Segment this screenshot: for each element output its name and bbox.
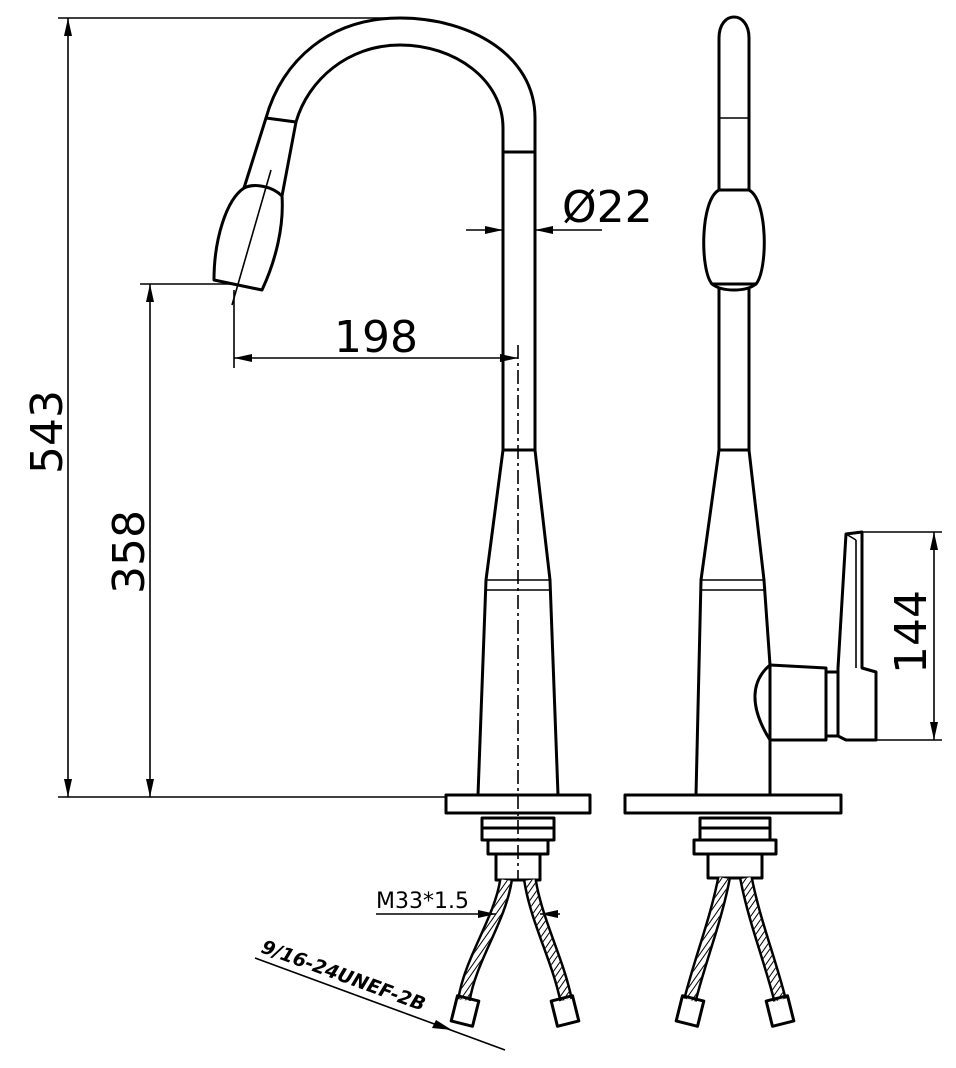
side-base-plate: [623, 793, 843, 815]
dim-hose-thread-leader: [254, 957, 506, 1051]
side-body: [694, 448, 772, 797]
dim-144-label: 144: [886, 590, 937, 674]
side-hose-fitting-left: [674, 994, 706, 1028]
side-view: [623, 15, 878, 1028]
dimension-lines: 543 358 198 Ø22 144 M33*1.5: [22, 17, 942, 1051]
side-shank: [706, 852, 764, 880]
spout-outer-curve: [264, 16, 537, 154]
dim-22-arrow-right: [535, 226, 553, 234]
sprayer-head: [212, 184, 284, 292]
sprayer-tube: [242, 116, 298, 198]
dim-358-label: 358: [104, 510, 155, 594]
hose-fitting-right: [549, 994, 581, 1028]
spout-joint: [264, 116, 298, 124]
lever-handle: [836, 530, 878, 742]
dim-543-label: 543: [22, 390, 73, 474]
side-sprayer-outlet: [710, 282, 758, 292]
dim-144-arrow-top: [930, 532, 938, 550]
side-tube-top: [717, 15, 751, 192]
handle-collar: [824, 670, 840, 738]
dim-hose-thread-arrow: [432, 1020, 452, 1030]
dim-m33-label: M33*1.5: [376, 889, 469, 914]
dim-198-label: 198: [334, 312, 418, 363]
dim-22-arrow-left: [485, 226, 503, 234]
hose-fitting-left: [449, 994, 481, 1028]
dim-358-arrow-bottom: [146, 779, 154, 797]
dim-m33-arrow-left: [478, 910, 496, 918]
dim-198-arrow-left: [234, 354, 252, 362]
dim-144-arrow-bottom: [930, 722, 938, 740]
dim-hose-thread-label: 9/16-24UNEF-2B: [258, 936, 428, 1016]
front-view: [212, 16, 592, 1028]
sprayer-axis: [231, 169, 272, 306]
dim-543-arrow-bottom: [64, 779, 72, 797]
side-hose-fitting-right: [764, 994, 796, 1028]
handle-base: [753, 663, 828, 742]
dim-m33-arrow-right: [540, 910, 558, 918]
spout-inner-curve: [294, 43, 505, 154]
side-nut-bottom: [692, 838, 778, 856]
dim-198-arrow-right: [500, 354, 518, 362]
side-sprayer-head: [702, 188, 766, 286]
dim-358-arrow-top: [146, 284, 154, 302]
dim-543-arrow-top: [64, 18, 72, 36]
dim-22-label: Ø22: [562, 182, 653, 233]
lever-edge: [845, 533, 857, 541]
side-nut-mid: [698, 826, 772, 842]
